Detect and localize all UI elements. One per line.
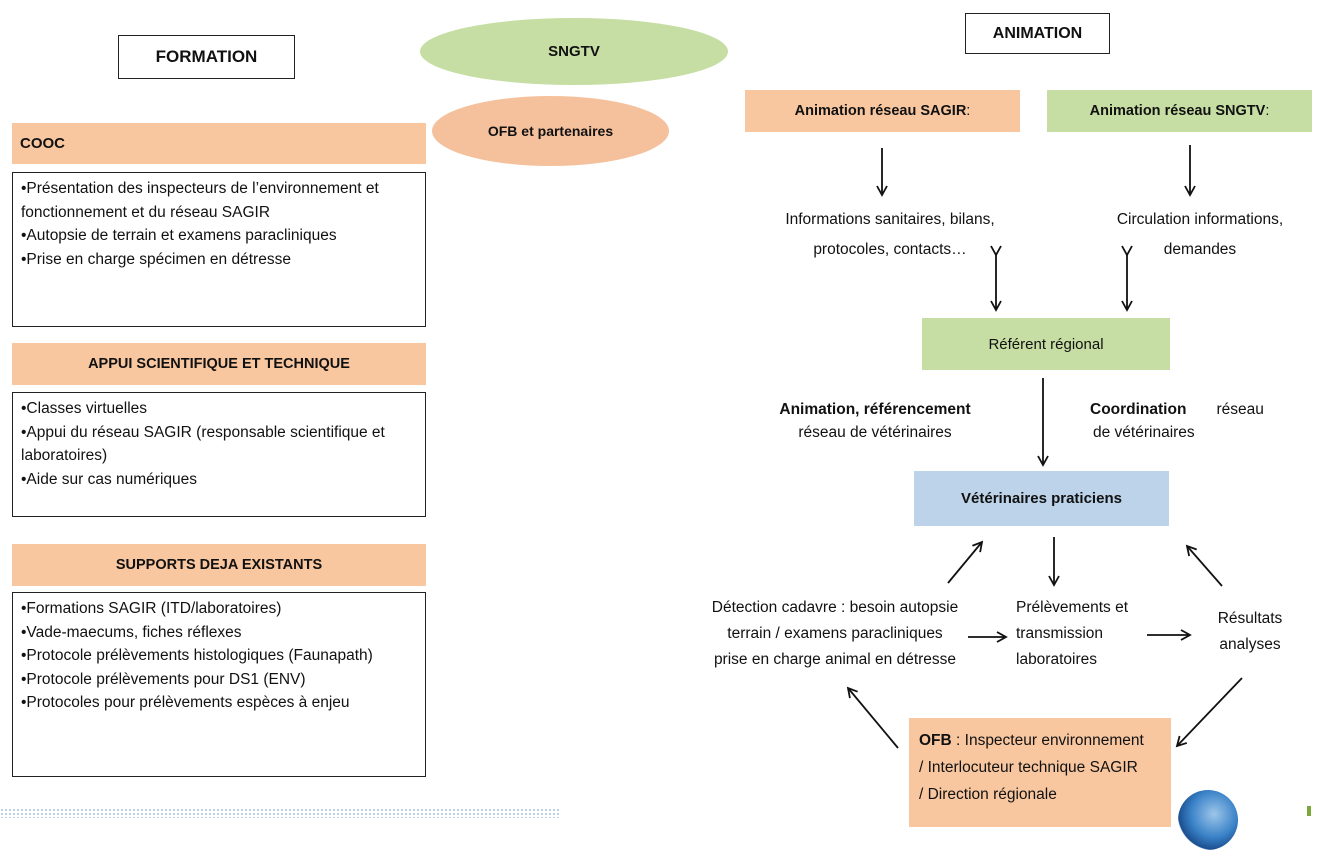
arrow-resultats-ofb [1175,677,1243,748]
supports-header-label: SUPPORTS DEJA EXISTANTS [115,557,323,573]
list-item: •Appui du réseau SAGIR (responsable scie… [21,423,385,465]
arrows-layer [846,145,1243,749]
referent-label: Référent régional [988,335,1104,353]
ofb-line: : Inspecteur environnement [951,732,1144,749]
logo-swoosh-icon [1178,790,1238,850]
anim-sagir-rest: : [966,103,971,119]
anim-sngtv-box: Animation réseau SNGTV : [1047,90,1312,132]
appui-header: APPUI SCIENTIFIQUE ET TECHNIQUE [12,343,426,385]
anim-sagir-box: Animation réseau SAGIR : [745,90,1020,132]
animation-referencement-text: Animation, référencement réseau de vétér… [760,398,990,444]
formation-title: FORMATION [118,35,295,79]
anim-sngtv-bold: Animation réseau SNGTV [1089,103,1266,119]
prelevements-line: Prélèvements et [1016,599,1128,616]
logo-dot-icon [1307,806,1311,816]
anim-ref-line: réseau de vétérinaires [798,424,952,441]
sngtv-label: SNGTV [548,43,600,60]
circulation-line: Circulation informations, [1116,211,1284,228]
coordination-line: de vétérinaires [1093,424,1195,441]
detection-text: Détection cadavre : besoin autopsie terr… [700,595,970,673]
detection-line: Détection cadavre : besoin autopsie [711,599,959,616]
list-item: •Formations SAGIR (ITD/laboratoires) [21,600,282,617]
ofb-line: / Direction régionale [919,786,1057,803]
ofb-partners-label: OFB et partenaires [487,123,614,139]
info-line: protocoles, contacts… [813,241,967,258]
supports-list: •Formations SAGIR (ITD/laboratoires) •Va… [12,592,426,777]
referent-regional-box: Référent régional [922,318,1170,370]
sngtv-ellipse: SNGTV [420,18,728,85]
decorative-dots [0,808,560,818]
list-item: •Protocoles pour prélèvements espèces à … [21,694,350,711]
list-item: •Vade-maecums, fiches réflexes [21,623,242,641]
ofb-partners-ellipse: OFB et partenaires [432,96,669,166]
cooc-list: •Présentation des inspecteurs de l’envir… [12,172,426,327]
appui-header-label: APPUI SCIENTIFIQUE ET TECHNIQUE [88,356,350,372]
prelevements-line: laboratoires [1016,651,1097,668]
detection-line: prise en charge animal en détresse [713,651,957,668]
veterinaires-box: Vétérinaires praticiens [914,471,1169,526]
ofb-bold: OFB [919,732,952,749]
arrow-detection-up [947,540,984,584]
ofb-box: OFB : Inspecteur environnement / Interlo… [909,718,1171,827]
ofb-line: / Interlocuteur technique SAGIR [919,759,1138,776]
anim-sngtv-rest: : [1265,103,1270,119]
arrow-resultats-up [1185,544,1223,587]
cooc-header-label: COOC [20,135,65,152]
resultats-text: Résultats analyses [1195,606,1305,658]
coordination-text: Coordination réseau de vétérinaires [1090,398,1290,444]
animation-title: ANIMATION [965,13,1110,54]
list-item: •Classes virtuelles [21,400,148,417]
arrow-ofb-detection [846,686,899,749]
list-item: •Autopsie de terrain et examens paraclin… [21,227,337,244]
circulation-line: demandes [1163,241,1237,258]
coordination-bold: Coordination [1090,401,1187,418]
supports-header: SUPPORTS DEJA EXISTANTS [12,544,426,586]
anim-sagir-bold: Animation réseau SAGIR [794,103,967,119]
coordination-rest: réseau [1216,401,1264,418]
info-sanitaires-text: Informations sanitaires, bilans, protoco… [760,205,1020,265]
list-item: •Protocole prélèvements pour DS1 (ENV) [21,670,306,688]
prelevements-text: Prélèvements et transmission laboratoire… [1016,595,1156,673]
list-item: •Aide sur cas numériques [21,470,198,488]
resultats-line: Résultats [1217,610,1283,627]
anim-ref-bold: Animation, référencement [779,401,971,418]
appui-list: •Classes virtuelles •Appui du réseau SAG… [12,392,426,517]
list-item: •Protocole prélèvements histologiques (F… [21,647,373,664]
circulation-text: Circulation informations, demandes [1085,205,1315,265]
detection-line: terrain / examens paracliniques [727,625,943,642]
list-item: •Présentation des inspecteurs de l’envir… [21,180,379,221]
info-line: Informations sanitaires, bilans, [785,211,995,228]
cooc-header: COOC [12,123,426,164]
list-item: •Prise en charge spécimen en détresse [21,250,291,268]
prelevements-line: transmission [1016,625,1103,642]
resultats-line: analyses [1219,636,1281,653]
veterinaires-label: Vétérinaires praticiens [961,490,1122,507]
